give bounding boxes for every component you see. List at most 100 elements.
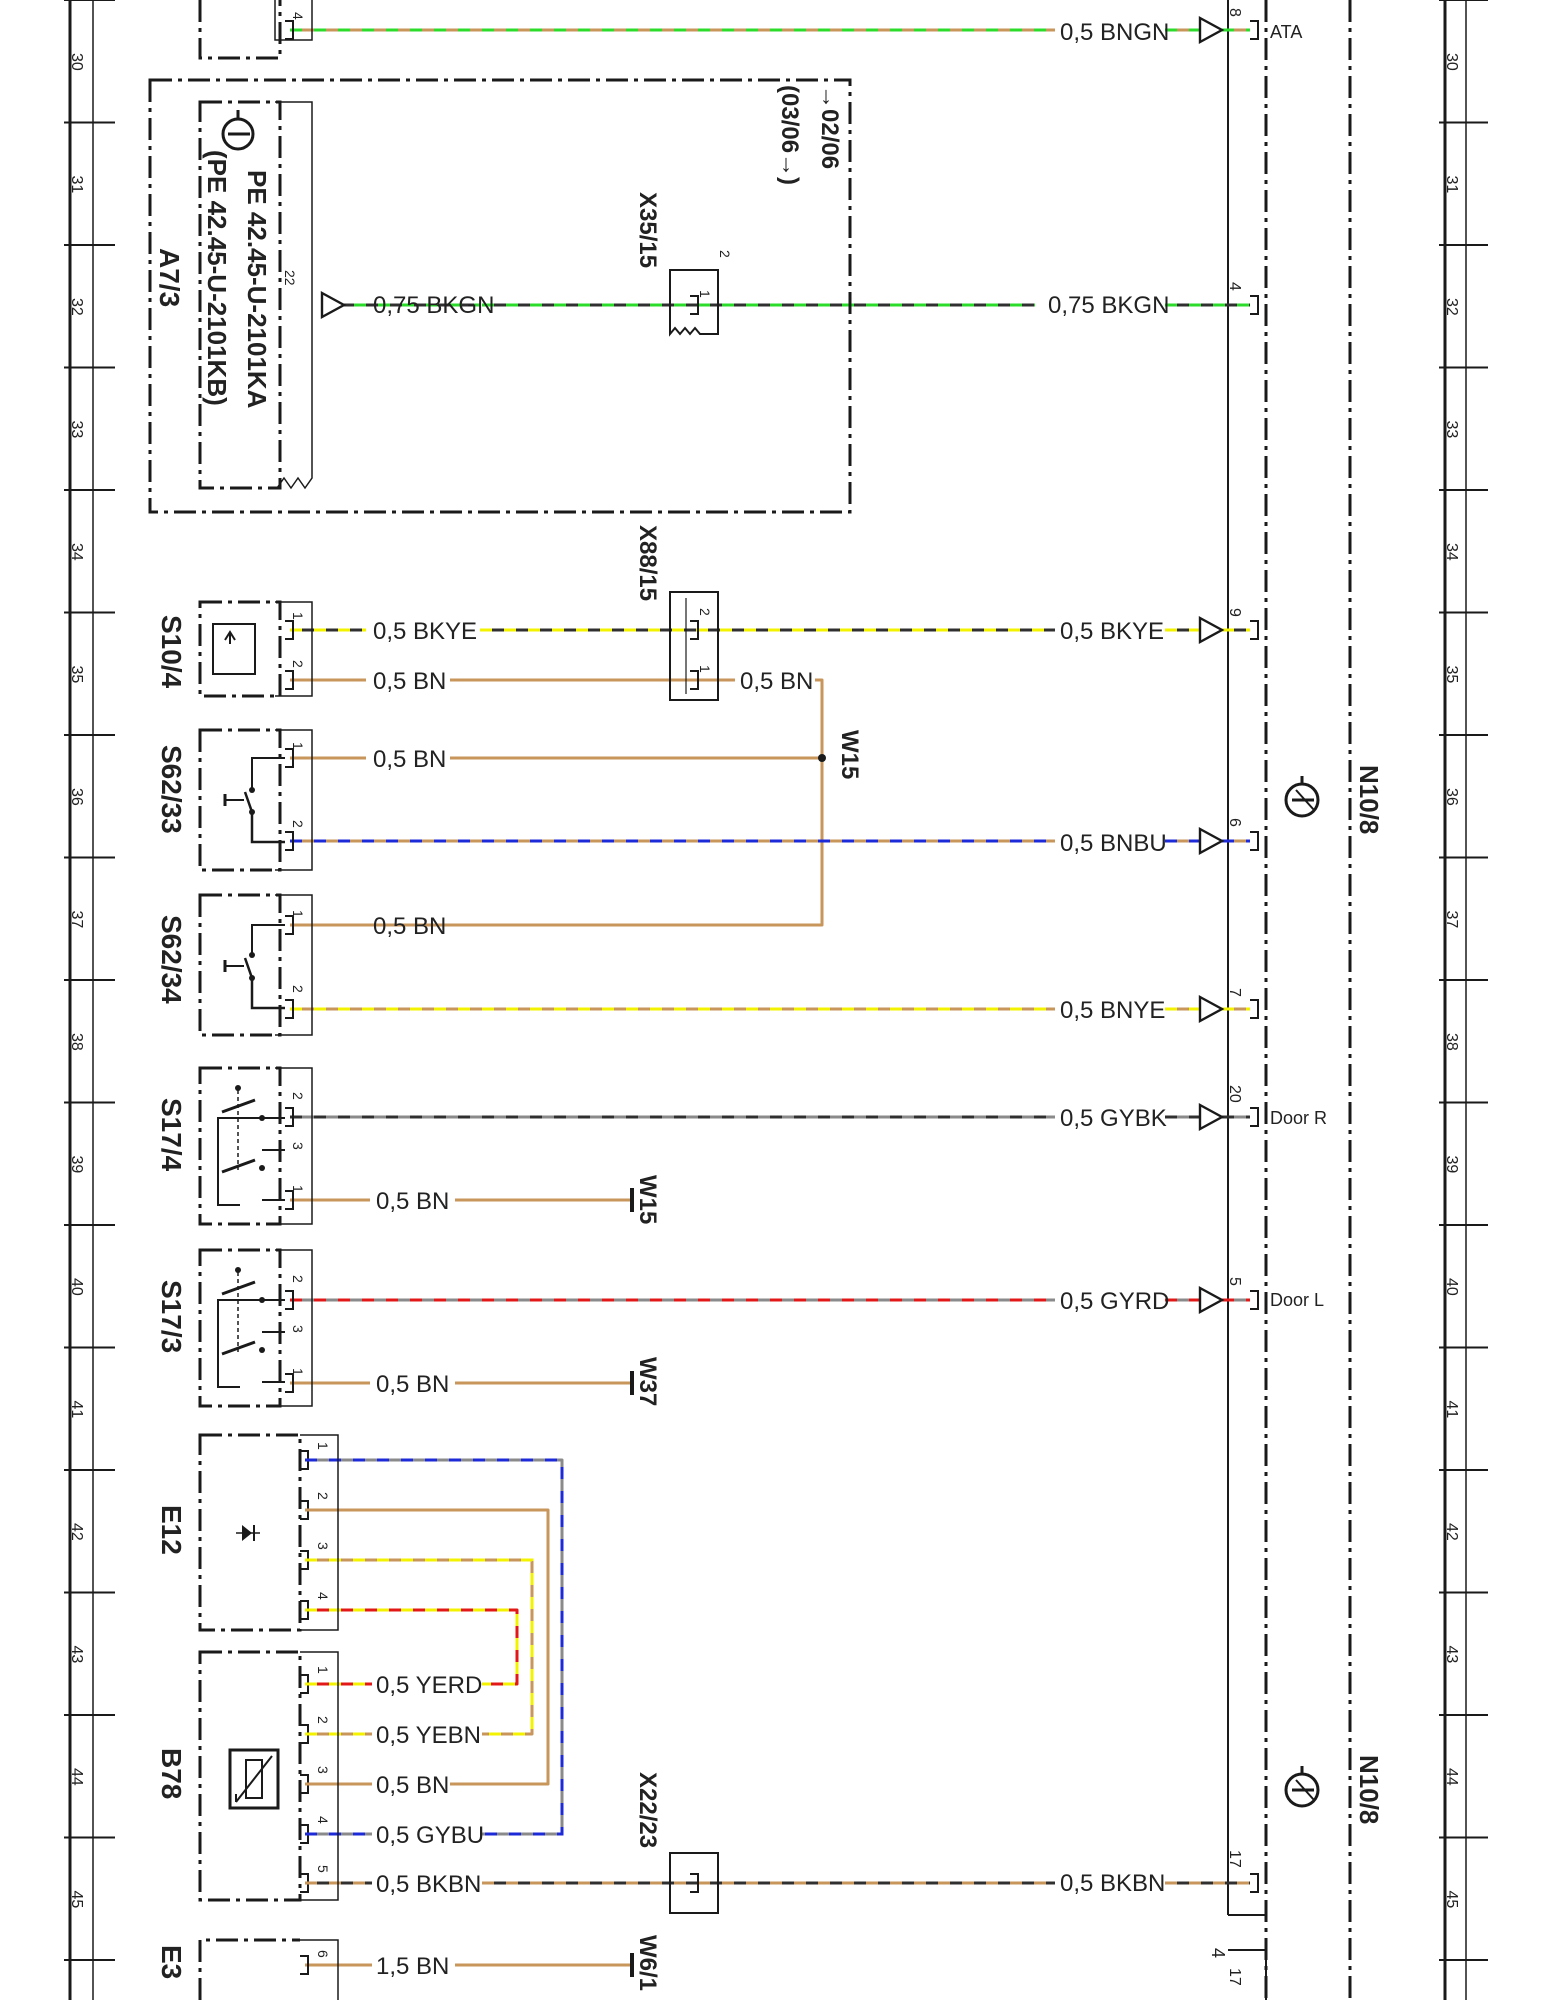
wire-label: 0,75 BKGN	[373, 292, 494, 319]
signal-label-ata: ATA	[1270, 22, 1302, 42]
pin-label: 3	[315, 1766, 331, 1774]
pin-label: 2	[315, 1716, 331, 1724]
wire-label: 0,75 BKGN	[1048, 292, 1169, 319]
ground-w37-label: W37	[634, 1357, 661, 1406]
door-lock-switch-icon	[217, 1085, 285, 1206]
pin-label: 2	[290, 660, 306, 668]
s17-4-label: S17/4	[156, 1098, 187, 1172]
s62-34-label: S62/34	[156, 915, 187, 1004]
electronic-component-icon	[1284, 1766, 1320, 1808]
pin-label: 5	[315, 1865, 331, 1873]
terminal	[1250, 999, 1259, 1019]
grid-row-number: 30	[1443, 53, 1460, 71]
terminal	[690, 1873, 699, 1893]
n10-8-module: N10/8 N10/8	[1227, 0, 1384, 2000]
pin-label: 1	[290, 1368, 306, 1376]
terminal	[285, 1290, 294, 1310]
grid-row-number: 45	[68, 1891, 85, 1909]
terminal	[1250, 831, 1259, 851]
a7-3-ref-2: (PE 42.45-U-2101KB)	[202, 150, 232, 406]
pin-label: 1	[290, 742, 306, 750]
signal-label-door-l: Door L	[1270, 1290, 1324, 1310]
wire-label: 0,5 BKBN	[376, 1871, 481, 1898]
wire-label: 0,5 BN	[376, 1188, 449, 1215]
pin-label: 2	[315, 1492, 331, 1500]
connector-arrow	[1198, 826, 1225, 856]
connector-arrow	[1198, 15, 1225, 45]
connector-arrow	[320, 290, 347, 320]
grid-row-number: 39	[1443, 1156, 1460, 1174]
pin-label: 2	[697, 608, 713, 616]
wire-label: 0,5 BNBU	[1060, 830, 1167, 857]
pin-label: 17	[1226, 1968, 1243, 1986]
pin-label: 7	[1226, 988, 1243, 997]
wire-segment	[305, 1558, 534, 1736]
terminal	[285, 670, 294, 690]
s17-3-switch: S17/3 2 3 1	[156, 1248, 313, 1408]
wire-label: 0,5 BNYE	[1060, 997, 1165, 1024]
terminal	[285, 915, 294, 935]
a7-3-ref-1: PE 42.45-U-2101KA	[242, 170, 272, 409]
door-lock-switch-icon	[217, 1267, 285, 1388]
connector-x35-15-label: X35/15	[634, 192, 661, 268]
pin-label: 3	[290, 1325, 306, 1333]
connector-x88-15: X88/15 2 1	[634, 525, 719, 701]
pin-label: 4	[290, 12, 306, 20]
connector-x88-15-label: X88/15	[634, 525, 661, 601]
pin-label: 2	[290, 820, 306, 828]
terminal	[690, 295, 699, 315]
e12-label: E12	[156, 1505, 187, 1555]
pin-label: 5	[1226, 1277, 1243, 1286]
grid-row-number: 37	[1443, 911, 1460, 929]
grid-row-number: 41	[68, 1401, 85, 1419]
grid-right	[1443, 0, 1467, 2000]
a7-3-component-icon	[221, 110, 255, 151]
pin-label: 17	[1226, 1850, 1243, 1868]
grid-row-number: 40	[68, 1278, 85, 1296]
grid-row-number: 34	[1443, 543, 1460, 561]
n10-8-label-lower: N10/8	[1354, 1755, 1384, 1824]
wire-segment	[290, 678, 824, 927]
wire-segment	[305, 1508, 550, 1786]
grid-row-number: 44	[1443, 1768, 1460, 1786]
wire-label: 0,5 YERD	[376, 1672, 482, 1699]
door-contact-switch-icon	[223, 924, 285, 1010]
grid-row-number: 31	[68, 176, 85, 194]
a7-3-module: A7/3 PE 42.45-U-2101KA (PE 42.45-U-2101K…	[148, 78, 852, 514]
pin-label: 1	[697, 290, 713, 298]
connector-x22-23-label: X22/23	[634, 1772, 661, 1848]
wire-label: 0,5 YEBN	[376, 1722, 481, 1749]
terminal	[1250, 295, 1259, 315]
pin-label: 1	[315, 1442, 331, 1450]
grid-row-number: 35	[68, 666, 85, 684]
e3-label: E3	[156, 1945, 187, 1979]
temperature-sensor-icon	[228, 1748, 280, 1810]
splice-dot	[818, 754, 826, 762]
terminal	[690, 620, 699, 640]
connector-arrow	[1198, 1285, 1225, 1315]
electronic-component-icon	[1284, 776, 1320, 818]
s62-33-switch: S62/33 1 2	[156, 728, 313, 872]
grid-row-number: 32	[68, 298, 85, 316]
grid-row-number: 36	[68, 788, 85, 806]
door-contact-switch-icon	[223, 757, 285, 844]
connector-arrow	[1198, 994, 1225, 1024]
wire-label: 0,5 BN	[373, 913, 446, 940]
grid-row-number: 37	[68, 911, 85, 929]
pin-label: 1	[290, 1185, 306, 1193]
pin-label: 4	[315, 1816, 331, 1824]
s10-4-label: S10/4	[156, 615, 187, 689]
pin-label: 2	[290, 985, 306, 993]
pin-label: 3	[290, 1142, 306, 1150]
wire-label: 0,5 BN	[373, 668, 446, 695]
grid-row-number: 33	[1443, 421, 1460, 439]
grid-row-number: 42	[1443, 1523, 1460, 1541]
pin-label: 1	[697, 665, 713, 673]
wire-label: 0,5 BNGN	[1060, 19, 1169, 46]
n10-8-label-upper: N10/8	[1354, 765, 1384, 834]
grid-row-number: 43	[1443, 1646, 1460, 1664]
